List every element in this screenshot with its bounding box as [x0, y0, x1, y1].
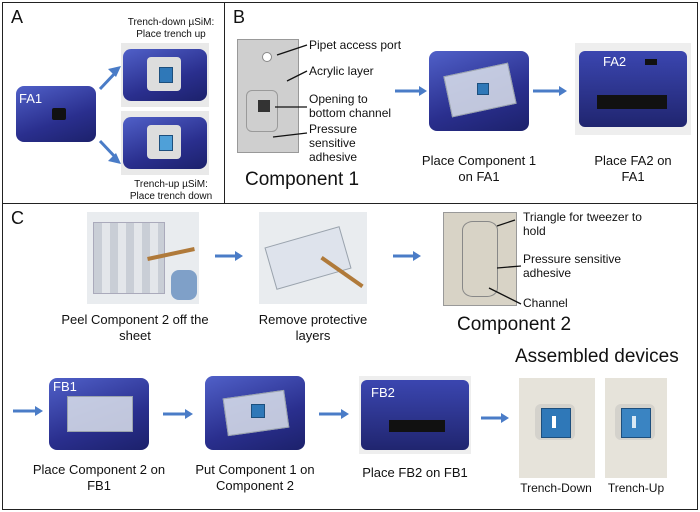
fb2-photo: FB2 [359, 376, 471, 454]
step-remove: Remove protective layers [258, 312, 368, 343]
caption-trench-down: Trench-down µSiM: Place trench up [127, 17, 215, 40]
trench-down-label: Trench-Down [520, 481, 592, 495]
trench-up-device-photo [605, 378, 667, 478]
component2-title: Component 2 [457, 314, 572, 335]
component1-title: Component 1 [245, 169, 360, 190]
opening-square [258, 100, 270, 112]
step-peel: Peel Component 2 off the sheet [61, 312, 209, 343]
fb1-photo: FB1 [47, 374, 151, 454]
panel-a-label: A [11, 7, 24, 27]
panel-b-leaders [272, 44, 567, 138]
panel-c-arrows [13, 219, 522, 423]
trench-up-label: Trench-Up [607, 481, 665, 495]
access-port [262, 52, 272, 62]
callout-psa: Pressure sensitive adhesive [309, 122, 358, 164]
step-put-component1: Put Component 1 on Component 2 [195, 462, 315, 493]
callout-triangle: Triangle for tweezer to hold [523, 210, 642, 238]
component1-on-component2-photo [203, 372, 307, 454]
step-place-component1: Place Component 1 on FA1 [421, 153, 537, 184]
component2-photo [443, 212, 517, 306]
callout-psa-2: Pressure sensitive adhesive [523, 252, 622, 280]
component2-channel [462, 221, 498, 297]
fa2-box [579, 51, 687, 127]
panel-b: B Pipet access port Acrylic layer Openin… [224, 2, 698, 204]
panel-a-arrows [98, 66, 121, 164]
step-place-fb2: Place FB2 on FB1 [362, 465, 468, 480]
panel-b-label: B [233, 7, 246, 27]
membrane-chip [159, 67, 173, 83]
caption-trench-up: Trench-up µSiM: Place trench down [129, 179, 213, 202]
arrow-down-head [108, 153, 121, 164]
fa1-well [52, 108, 66, 120]
step-place-fa2: Place FA2 on FA1 [594, 153, 672, 184]
step-place-component2: Place Component 2 on FB1 [32, 462, 166, 493]
assembled-title: Assembled devices [515, 346, 679, 367]
fb2-label: FB2 [371, 385, 395, 400]
fa1-label: FA1 [19, 91, 43, 106]
callout-pipet-port: Pipet access port [309, 38, 402, 52]
fa2-photo: FA2 [575, 43, 691, 135]
callout-acrylic-layer: Acrylic layer [309, 64, 374, 78]
panel-c: C Peel Component 2 off the sheet Remove … [2, 203, 698, 510]
callout-opening: Opening to bottom channel [309, 92, 392, 120]
component1-photo [237, 39, 299, 153]
callout-channel: Channel [523, 296, 568, 310]
peel-photo [87, 212, 199, 304]
arrow-up-head [108, 66, 121, 77]
panel-c-label: C [11, 208, 24, 228]
fa1-with-component1-photo [427, 43, 531, 139]
fa1-photo: FA1 [12, 78, 100, 150]
fa2-label: FA2 [603, 54, 627, 69]
trench-down-photo [121, 43, 209, 107]
trench-down-device-photo [519, 378, 595, 478]
fb1-label: FB1 [53, 379, 77, 394]
remove-layers-photo [259, 212, 367, 304]
membrane-chip [159, 135, 173, 151]
panel-a: A FA1 Trench-down µSiM: Place trench up … [2, 2, 225, 204]
trench-up-photo [121, 111, 209, 175]
